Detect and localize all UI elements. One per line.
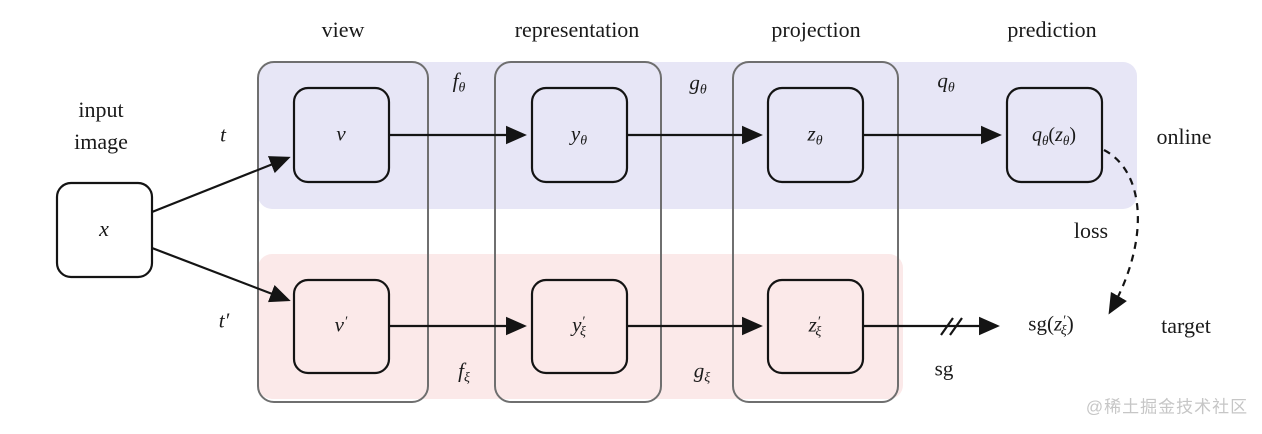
arrow-augmentation-t-prime bbox=[151, 246, 291, 303]
representation-box-target bbox=[530, 278, 629, 375]
projection-box-online bbox=[766, 86, 865, 184]
loss-dashed-arrow bbox=[1103, 149, 1139, 315]
projection-column-outline bbox=[732, 61, 899, 403]
input-image-box bbox=[55, 181, 154, 279]
representation-column-outline bbox=[494, 61, 662, 403]
prediction-box-online bbox=[1005, 86, 1104, 184]
view-column-outline bbox=[257, 61, 429, 403]
view-box-online bbox=[292, 86, 391, 184]
representation-box-online bbox=[530, 86, 629, 184]
projection-box-target bbox=[766, 278, 865, 375]
view-box-target bbox=[292, 278, 391, 375]
arrow-augmentation-t bbox=[151, 156, 291, 214]
stop-gradient-slashes-icon bbox=[940, 317, 963, 336]
